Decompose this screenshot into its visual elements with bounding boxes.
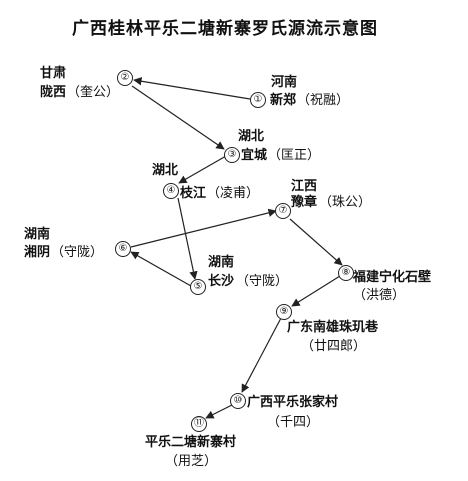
node-7-person: （珠公） bbox=[319, 195, 372, 210]
arrow-3-to-4 bbox=[178, 155, 227, 184]
node-9-person: （廿四郎） bbox=[301, 339, 367, 354]
node-3-place: 宜城 bbox=[241, 148, 268, 163]
node-10-place: 广西平乐张家村 bbox=[247, 395, 339, 410]
node-11-marker: ⑪ bbox=[191, 416, 207, 432]
node-4-place: 枝江 bbox=[180, 186, 207, 201]
node-1-province: 河南 bbox=[271, 75, 298, 90]
node-6-marker: ⑥ bbox=[115, 241, 131, 257]
arrow-5-to-6 bbox=[130, 251, 192, 287]
node-7-province: 江西 bbox=[291, 179, 318, 194]
node-5-marker: ⑤ bbox=[190, 279, 206, 295]
node-10-person: （千四） bbox=[267, 415, 320, 430]
node-3-province: 湖北 bbox=[238, 129, 265, 144]
node-6-place: 湘阴 bbox=[24, 245, 51, 260]
node-3-person: （匡正） bbox=[268, 148, 321, 163]
node-11-person: （用芝） bbox=[165, 454, 218, 469]
node-8-place: 福建宁化石壁 bbox=[353, 270, 432, 285]
diagram-title: 广西桂林平乐二塘新寨罗氏源流示意图 bbox=[72, 19, 378, 39]
node-5-place: 长沙 bbox=[208, 274, 235, 289]
arrow-6-to-7 bbox=[130, 208, 277, 248]
node-5-person: （守陇） bbox=[236, 274, 289, 289]
arrow-8-to-9 bbox=[291, 275, 341, 307]
node-1-person: （祝融） bbox=[297, 93, 350, 108]
node-4-person: （凌甫） bbox=[207, 186, 260, 201]
node-2-marker: ② bbox=[117, 70, 133, 86]
node-8-person: （洪德） bbox=[353, 288, 406, 303]
arrow-7-to-8 bbox=[289, 218, 343, 266]
node-4-province: 湖北 bbox=[152, 163, 179, 178]
node-2-person: （奎公） bbox=[67, 85, 120, 100]
node-7-place: 豫章 bbox=[291, 195, 318, 210]
arrow-2-to-3 bbox=[131, 85, 225, 150]
node-4-marker: ④ bbox=[163, 183, 179, 199]
arrow-9-to-10 bbox=[241, 317, 282, 393]
node-2-province: 甘肃 bbox=[40, 66, 67, 81]
arrow-4-to-5 bbox=[177, 197, 198, 280]
node-10-marker: ⑩ bbox=[230, 393, 246, 409]
node-11-place: 平乐二塘新寨村 bbox=[145, 435, 237, 450]
node-9-marker: ⑨ bbox=[276, 304, 292, 320]
node-1-place: 新郑 bbox=[270, 93, 297, 108]
node-7-marker: ⑦ bbox=[275, 203, 291, 219]
arrow-1-to-2 bbox=[133, 77, 251, 100]
node-5-province: 湖南 bbox=[208, 255, 235, 270]
arrow-10-to-11 bbox=[205, 404, 233, 419]
node-1-marker: ① bbox=[250, 92, 266, 108]
node-9-place: 广东南雄珠玑巷 bbox=[287, 320, 379, 335]
node-2-place: 陇西 bbox=[40, 85, 67, 100]
node-6-province: 湖南 bbox=[24, 227, 51, 242]
node-3-marker: ③ bbox=[224, 147, 240, 163]
node-6-person: （守陇） bbox=[51, 245, 104, 260]
node-8-marker: ⑧ bbox=[338, 265, 354, 281]
